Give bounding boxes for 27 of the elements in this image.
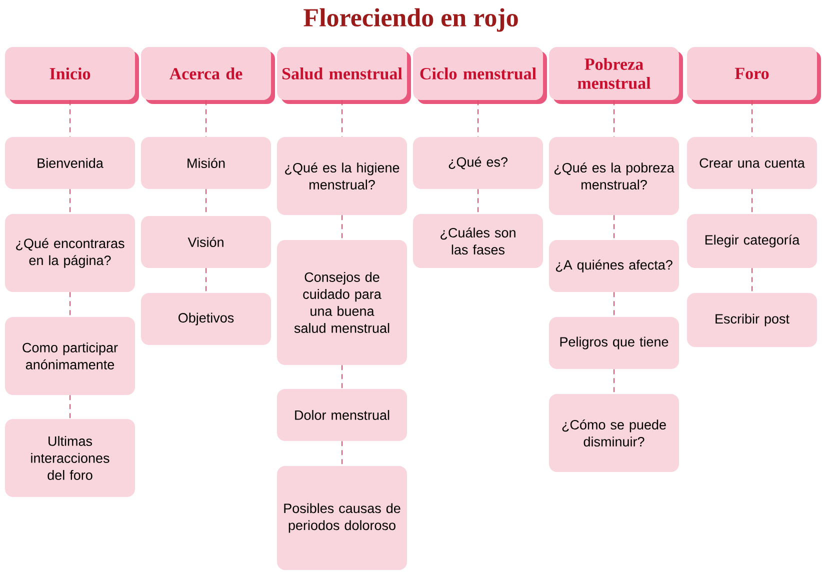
page-box: ¿Qué es la pobreza menstrual? [549, 137, 679, 215]
page-box: Ultimas interacciones del foro [5, 418, 135, 497]
menu-box: Foro [687, 47, 821, 104]
page-box: Como participar anónimamente [5, 316, 135, 395]
menu-box: Inicio [5, 47, 139, 104]
menu-box: Acerca de [141, 47, 275, 104]
menu-box: Pobreza menstrual [549, 47, 683, 104]
page-box: Elegir categoría [687, 214, 817, 268]
page-box: Peligros que tiene [549, 316, 679, 369]
page-box: ¿Qué encontraras en la página? [5, 214, 135, 292]
title: Floreciendo en rojo [304, 8, 518, 32]
page-box: Posibles causas de periodos doloroso [277, 466, 407, 570]
page-box: Bienvenida [5, 137, 135, 189]
page-box: Objetivos [141, 292, 271, 345]
page-box: Escribir post [687, 292, 817, 347]
page-box: ¿Qué es? [413, 137, 543, 189]
page-box: ¿Cuáles son las fases [413, 214, 543, 268]
page-box: ¿A quiénes afecta? [549, 240, 679, 292]
page-box: Consejos de cuidado para una buena salud menstrual [277, 240, 407, 365]
page-box: ¿Cómo se puede disminuir? [549, 394, 679, 472]
page-box: Misión [141, 137, 271, 189]
page-box: Dolor menstrual [277, 389, 407, 441]
page-box: ¿Qué es la higiene menstrual? [277, 137, 407, 215]
menu-box: Salud menstrual [277, 47, 411, 104]
page-box: Visión [141, 216, 271, 268]
page-box: Crear una cuenta [687, 137, 817, 189]
menu-box: Ciclo menstrual [413, 47, 547, 104]
